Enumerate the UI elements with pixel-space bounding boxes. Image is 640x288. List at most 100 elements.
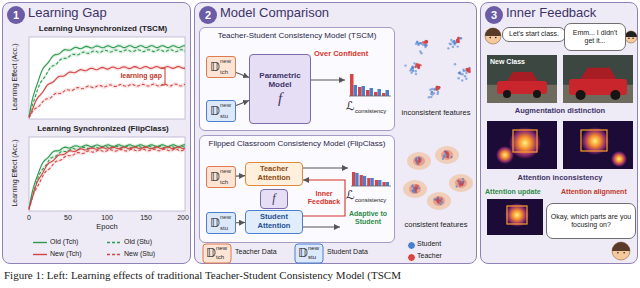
data-icon bbox=[295, 244, 323, 263]
attention-map bbox=[487, 199, 543, 235]
learning-curve bbox=[29, 84, 185, 118]
feature-point bbox=[457, 37, 459, 39]
feature-point bbox=[465, 69, 467, 71]
legend-line bbox=[107, 254, 121, 255]
feature-point bbox=[456, 40, 458, 42]
feature-point bbox=[457, 77, 459, 79]
step-note: Attention alignment bbox=[561, 188, 627, 196]
panel-box: Learning Gap1Learning Unsynchronized (TS… bbox=[2, 2, 191, 264]
feature-point bbox=[457, 180, 459, 182]
feature-point bbox=[454, 63, 456, 65]
photo-background bbox=[563, 55, 633, 103]
feature-point bbox=[466, 68, 468, 70]
feature-point bbox=[415, 66, 417, 68]
feature-point bbox=[446, 155, 448, 157]
module-box: Teacher Attention bbox=[245, 162, 303, 186]
feature-point bbox=[437, 201, 439, 203]
feature-point bbox=[453, 40, 455, 42]
feature-point bbox=[446, 156, 448, 158]
feature-point bbox=[431, 88, 433, 90]
feature-point bbox=[417, 64, 419, 66]
learning-curve bbox=[29, 149, 185, 210]
feature-point bbox=[462, 181, 464, 183]
teacher-bar bbox=[374, 92, 378, 96]
feature-point bbox=[425, 40, 427, 42]
data-symbol: 𝔻 bbox=[298, 247, 308, 261]
feature-point bbox=[418, 67, 420, 69]
figure-caption: Figure 1: Left: Learning effects of trad… bbox=[4, 269, 401, 282]
node-text: 𝔻 bbox=[210, 217, 220, 231]
module-box: Student Attention bbox=[245, 210, 303, 234]
feature-point bbox=[464, 75, 466, 77]
attention-blob bbox=[581, 127, 609, 155]
feature-point bbox=[415, 188, 417, 190]
teacher-bar bbox=[358, 87, 362, 96]
student-bar bbox=[370, 88, 374, 96]
attention-blob bbox=[509, 127, 541, 159]
node-text: stu bbox=[220, 225, 228, 232]
node-text: Parametric Model bbox=[252, 71, 308, 89]
feature-point bbox=[447, 47, 449, 49]
feature-point bbox=[466, 68, 468, 70]
feature-point bbox=[426, 41, 428, 43]
feature-point bbox=[437, 197, 439, 199]
feature-point bbox=[419, 160, 421, 162]
connector bbox=[236, 175, 245, 177]
feature-point bbox=[462, 182, 464, 184]
feature-point bbox=[417, 65, 419, 67]
step-badge: 1 bbox=[7, 6, 25, 24]
feature-point bbox=[461, 73, 463, 75]
feature-point bbox=[446, 151, 448, 153]
feature-point bbox=[458, 181, 460, 183]
warning-note: Over Confident bbox=[314, 50, 368, 59]
feature-point bbox=[416, 63, 418, 65]
feature-point bbox=[437, 202, 439, 204]
student-bar bbox=[371, 178, 374, 186]
attention-box bbox=[581, 130, 607, 151]
feature-point bbox=[454, 42, 456, 44]
step-badge: 2 bbox=[199, 6, 217, 24]
feature-point bbox=[444, 151, 446, 153]
legend-swatch bbox=[407, 253, 416, 262]
feature-point bbox=[457, 180, 459, 182]
feature-point bbox=[424, 44, 426, 46]
feature-point bbox=[457, 41, 459, 43]
feature-point bbox=[447, 153, 449, 155]
feature-point bbox=[458, 72, 460, 74]
feature-point bbox=[460, 37, 462, 39]
connector bbox=[236, 101, 249, 106]
student-bar bbox=[355, 173, 358, 186]
feature-point bbox=[415, 159, 417, 161]
feature-point bbox=[419, 50, 421, 52]
feature-point bbox=[414, 66, 416, 68]
data-symbol: 𝔻 bbox=[206, 247, 216, 261]
step-note: Attention inconsistency bbox=[485, 174, 635, 183]
feature-point bbox=[439, 200, 441, 202]
person-hair bbox=[485, 28, 501, 36]
feature-point bbox=[462, 178, 464, 180]
feature-point bbox=[437, 86, 439, 88]
feature-point bbox=[446, 152, 448, 154]
node-text: 𝔻 bbox=[210, 61, 220, 75]
feature-point bbox=[456, 39, 458, 41]
node-text: new bbox=[220, 102, 231, 109]
feature-point bbox=[461, 182, 463, 184]
feature-point bbox=[415, 158, 417, 160]
loss-subscript: consistency bbox=[355, 197, 386, 204]
feature-point bbox=[425, 41, 427, 43]
student-bar bbox=[363, 176, 366, 186]
feature-point bbox=[459, 185, 461, 187]
feature-point bbox=[447, 153, 449, 155]
feature-point bbox=[424, 46, 426, 48]
feature-point bbox=[414, 186, 416, 188]
chart-title: Learning Unsynchronized (TSCM) bbox=[17, 24, 189, 33]
feature-point bbox=[419, 64, 421, 66]
feature-point bbox=[418, 158, 420, 160]
feature-point bbox=[413, 188, 415, 190]
person-eye bbox=[628, 37, 630, 39]
feature-point bbox=[447, 155, 449, 157]
feature-point bbox=[437, 201, 439, 203]
feature-point bbox=[430, 96, 432, 98]
feature-point bbox=[431, 91, 433, 93]
feature-point bbox=[449, 42, 451, 44]
